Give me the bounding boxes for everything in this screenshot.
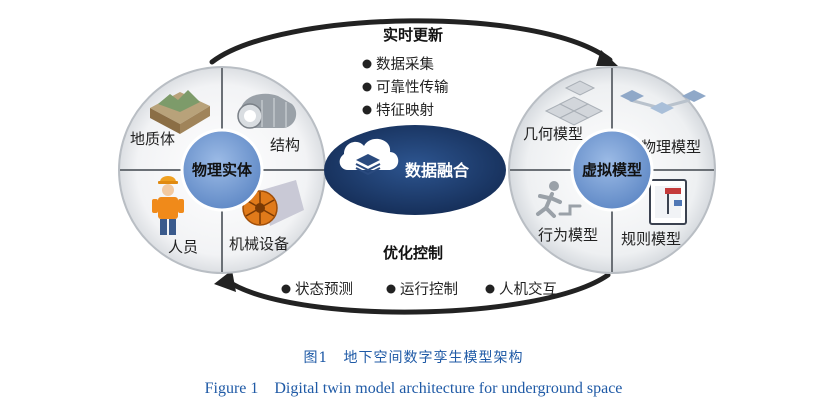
physical-entity-disc: 地质体 结构 人员 机械设备 物理实体 (118, 66, 326, 274)
virtual-hub-label: 虚拟模型 (582, 161, 642, 179)
physical-item-geology: 地质体 (130, 130, 175, 148)
bullet-dot (281, 284, 291, 294)
cloud-stack-icon (339, 138, 399, 176)
physical-hub (180, 128, 264, 212)
stacked-blocks-icon (544, 80, 604, 126)
realtime-bullet-3: 特征映射 (376, 102, 434, 119)
bullet-dot (362, 82, 372, 92)
arrow-head-right (596, 50, 618, 66)
virtual-item-geometry: 几何模型 (523, 125, 583, 143)
tbm-cutter-icon (242, 180, 304, 226)
virtual-item-physics: 物理模型 (641, 138, 701, 156)
physical-item-machinery: 机械设备 (229, 235, 289, 253)
optimize-control-arrow (214, 270, 611, 315)
optimize-bullet-2: 运行控制 (400, 281, 458, 298)
realtime-bullet-1: 数据采集 (376, 56, 434, 73)
bullet-dot (485, 284, 495, 294)
bullet-dot (386, 284, 396, 294)
tunnel-icon (237, 93, 297, 129)
figure-caption-chinese: 图1 地下空间数字孪生模型架构 (303, 350, 524, 366)
terrain-icon (150, 90, 210, 134)
worker-icon (152, 176, 184, 235)
optimize-bullet-1: 状态预测 (295, 281, 353, 298)
running-figure-icon (536, 181, 582, 218)
virtual-item-behavior: 行为模型 (538, 226, 598, 244)
bullet-dot (362, 59, 372, 69)
realtime-bullet-2: 可靠性传输 (376, 79, 449, 96)
figure-caption-english: Figure 1 Digital twin model architecture… (204, 380, 623, 397)
architecture-diagram: 地质体 结构 人员 机械设备 物理实体 (118, 18, 716, 315)
optimize-control-block: 优化控制 状态预测 运行控制 人机交互 (281, 244, 557, 298)
realtime-update-title: 实时更新 (383, 26, 443, 44)
physical-item-structure: 结构 (270, 136, 300, 154)
virtual-hub (570, 128, 654, 212)
optimize-bullet-3: 人机交互 (499, 280, 557, 298)
data-fusion-label: 数据融合 (405, 161, 470, 180)
physical-item-personnel: 人员 (168, 238, 198, 256)
optimize-control-title: 优化控制 (383, 244, 443, 262)
realtime-update-block: 实时更新 数据采集 可靠性传输 特征映射 (362, 26, 449, 119)
physical-hub-label: 物理实体 (192, 161, 253, 179)
rules-icon (649, 179, 687, 225)
virtual-item-rules: 规则模型 (621, 230, 681, 248)
bullet-dot (362, 105, 372, 115)
virtual-model-disc: 几何模型 物理模型 行为模型 规则模型 虚拟模型 (508, 66, 716, 274)
arrow-head-left (214, 270, 236, 292)
realtime-update-arrow (209, 18, 618, 66)
data-fusion-ellipse: 数据融合 (324, 125, 506, 215)
network-nodes-icon (620, 90, 706, 114)
